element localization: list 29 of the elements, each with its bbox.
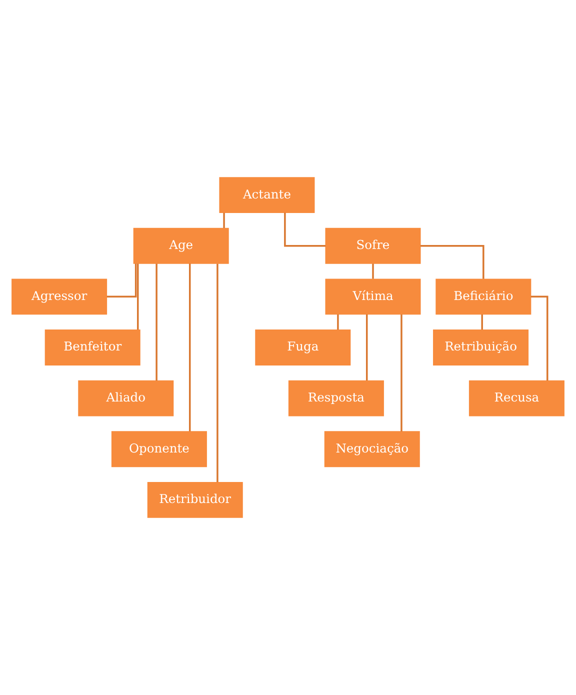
connector [481,314,483,330]
node-box: Retribuidor [147,482,243,518]
connector [530,296,548,381]
node-box: Agressor [12,278,108,315]
connector [106,264,137,298]
node-box: Oponente [111,431,207,468]
node-box: Benfeitor [44,330,140,366]
node-box: Beficiário [436,278,532,315]
node-box: Recusa [468,380,564,416]
connector [216,264,218,482]
connector [337,314,339,330]
node-box: Actante [219,177,315,213]
connector [420,244,484,279]
node-box: Retribuição [433,330,529,366]
connector [223,212,225,228]
connector [366,314,368,380]
node-box: Resposta [288,380,384,416]
connector [188,264,191,432]
node-box: Vítima [325,278,421,315]
connector [372,264,374,279]
node-box: Negociação [324,431,420,468]
connector [156,264,158,381]
connector [400,314,402,432]
node-box: Aliado [78,380,174,416]
node-box: Age [133,228,229,264]
node-box: Fuga [255,330,351,366]
connector [284,212,326,247]
node-box: Sofre [325,228,421,264]
connector [137,264,139,330]
